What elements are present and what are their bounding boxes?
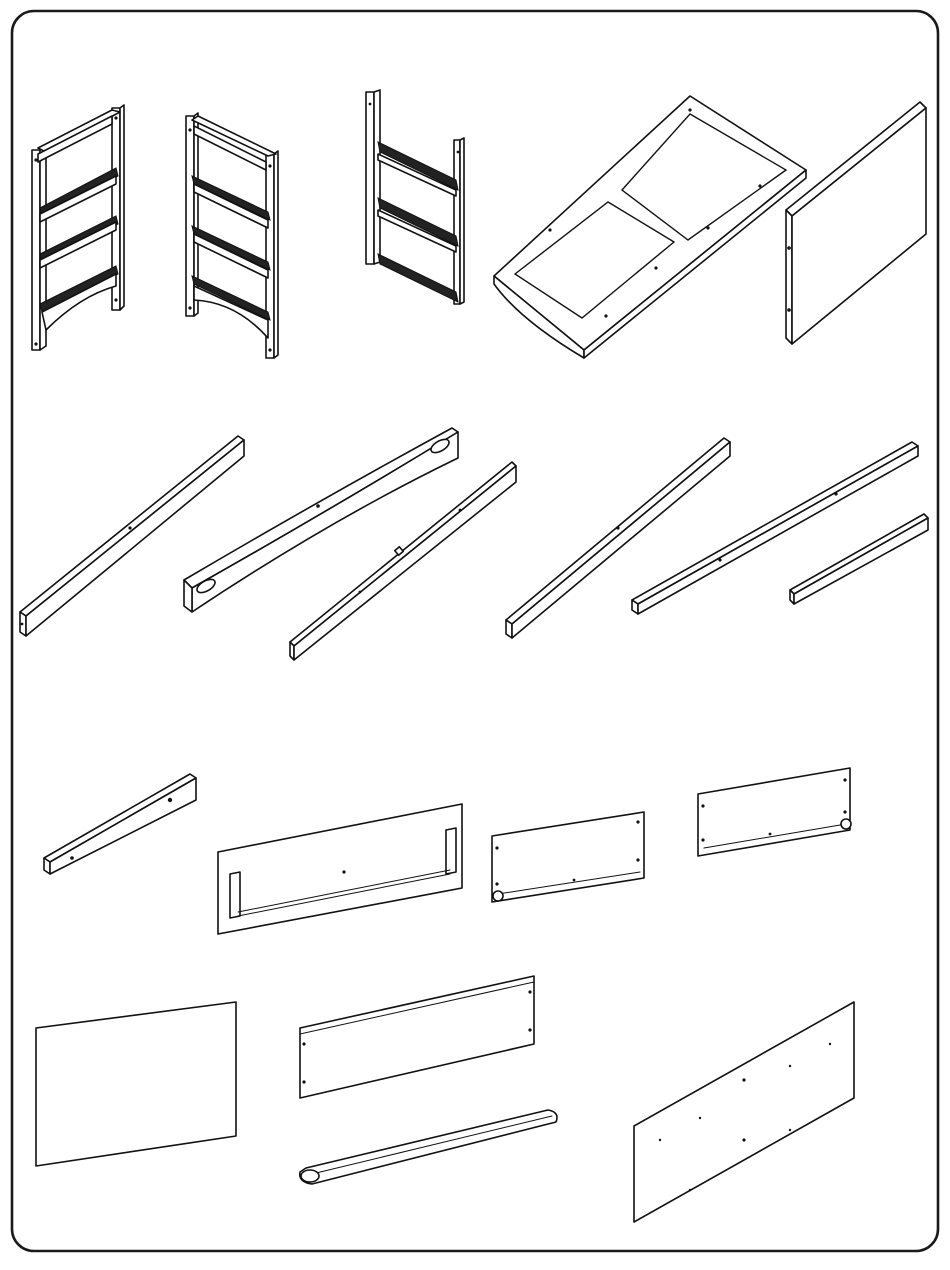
large-board-with-brackets [218, 804, 462, 934]
flat-side-panel [786, 102, 926, 344]
long-rail-a [20, 436, 244, 636]
long-rail-b [290, 462, 516, 660]
glass-panel-frame [494, 96, 806, 358]
medium-board-with-roller [492, 812, 644, 902]
round-rail [300, 1110, 557, 1184]
end-frame-ladder-b [186, 113, 278, 358]
thin-backing-panel [36, 1002, 236, 1166]
plain-board [300, 976, 534, 1098]
short-bracket-rail [44, 774, 196, 874]
long-rail-d [632, 442, 918, 614]
perforated-back-panel [634, 1002, 854, 1222]
end-frame-ladder-a [32, 105, 124, 350]
medium-board-with-roller-b [698, 768, 851, 856]
ladder-uprights [366, 90, 464, 304]
long-rail-c [506, 438, 730, 638]
short-rail [790, 514, 928, 604]
